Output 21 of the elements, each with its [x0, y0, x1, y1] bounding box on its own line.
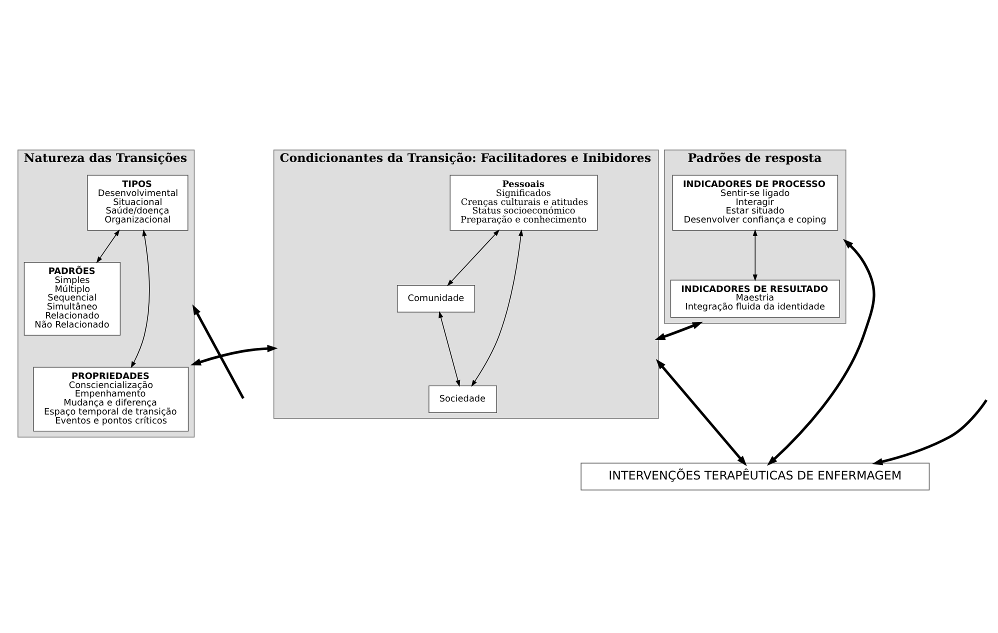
- node-box: Pessoais Significados Crenças culturais e atitudes Status socioeconómico Preparação e conhecimento: [449, 174, 598, 230]
- node-box: TIPOS Desenvolvimental Situacional Saúde/doença Organizacional: [86, 174, 188, 230]
- node-box: INTERVENÇÕES TERAPÊUTICAS DE ENFERMAGEM: [580, 462, 930, 490]
- arrow: [752, 228, 757, 281]
- arrow: [190, 344, 278, 365]
- arrow: [192, 304, 244, 398]
- arrow: [872, 398, 988, 465]
- arrow: [438, 310, 460, 386]
- arrow: [96, 228, 120, 263]
- node-box: INDICADORES DE RESULTADO Maestria Integração fluida da identidade: [670, 279, 840, 318]
- node-box: INDICADORES DE PROCESSO Sentir-se ligado Interagir Estar situado Desenvolver confiança e coping: [672, 174, 838, 230]
- arrow: [654, 321, 702, 340]
- node-box: PADRÕES Simples Múltiplo Sequencial Simultâneo Relacionado Não Relacionado: [23, 261, 120, 336]
- node-box: PROPRIEDADES Consciencialização Empenhamento Mudança e diferença Espaço temporal de transição Eventos e pontos críticos: [32, 366, 188, 432]
- arrow: [470, 228, 523, 386]
- node-box: Sociedade: [428, 384, 496, 412]
- arrow: [766, 238, 875, 466]
- arrow: [655, 358, 746, 466]
- node-box: Comunidade: [396, 284, 475, 312]
- arrow: [446, 229, 500, 286]
- arrow: [130, 228, 150, 368]
